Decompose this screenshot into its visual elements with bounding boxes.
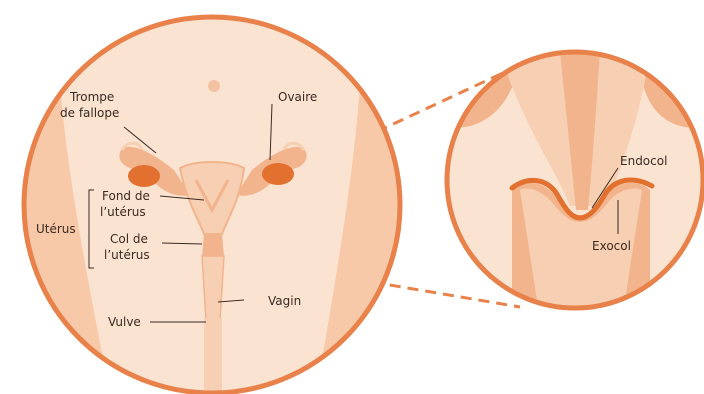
overview-circle [20,17,404,394]
label-col-line1: Col de [110,232,148,246]
label-vulve: Vulve [108,315,141,329]
label-trompe-line1: Trompe [69,90,114,104]
label-ovaire: Ovaire [278,90,317,104]
label-uterus: Utérus [36,222,76,236]
ovary-right [262,163,294,185]
navel [208,80,220,92]
vagina [202,256,224,320]
label-fond-line1: Fond de [102,189,150,203]
label-exocol: Exocol [592,239,631,253]
label-vagin: Vagin [268,294,301,308]
vulva [204,318,222,394]
zoom-circle [440,52,704,320]
label-col-line2: l’utérus [104,248,150,262]
ovary-left [128,165,160,187]
label-trompe-line2: de fallope [60,106,119,120]
label-fond-line2: l’utérus [100,205,146,219]
cervix [202,234,224,256]
label-endocol: Endocol [620,154,667,168]
